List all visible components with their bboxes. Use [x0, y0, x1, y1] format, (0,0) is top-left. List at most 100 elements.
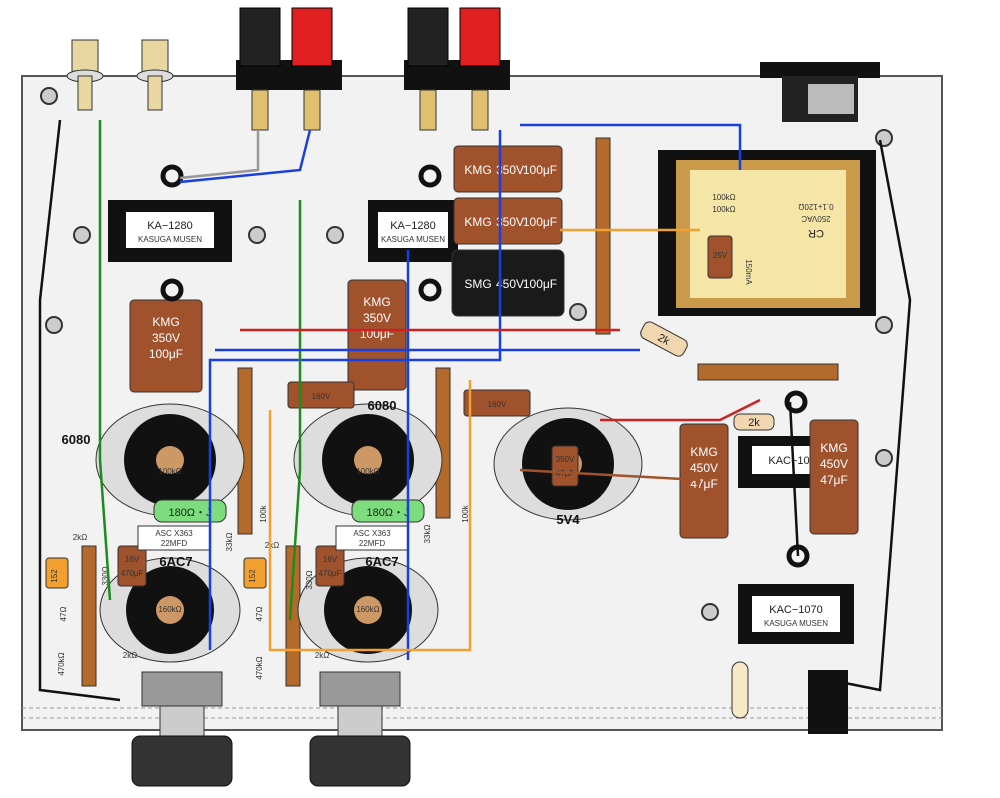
pilot-lamp [731, 661, 749, 719]
resistor-180-right: 180Ω・J [351, 499, 425, 523]
svg-text:2kΩ: 2kΩ [73, 533, 87, 542]
svg-text:ASC X363: ASC X363 [353, 529, 391, 538]
cap-smg: SMG 450V 100μF [451, 249, 565, 317]
pt-label-250vac: 250VAC [801, 214, 830, 223]
tube-6080-left [95, 403, 245, 517]
svg-text:22MFD: 22MFD [161, 539, 187, 548]
cap-kmg160-a: 160V [287, 381, 355, 409]
wiring [38, 119, 912, 702]
cap-25v: 25V [707, 235, 733, 279]
svg-text:350V: 350V [496, 163, 524, 177]
svg-text:160V: 160V [488, 400, 507, 409]
svg-text:350V: 350V [496, 215, 524, 229]
svg-text:33kΩ: 33kΩ [225, 533, 234, 552]
cap-kmg-left: KMG 350V 100μF [129, 299, 203, 393]
svg-text:100k: 100k [259, 504, 268, 522]
svg-text:2k: 2k [656, 332, 672, 348]
resistor-180-left: 180Ω・J [153, 499, 227, 523]
cap-kmg-top2: KMG 350V 100μF [453, 197, 563, 245]
svg-text:350V: 350V [152, 331, 180, 345]
svg-text:47μF: 47μF [820, 473, 848, 487]
tube-5v4-label: 5V4 [556, 512, 580, 527]
svg-text:450V: 450V [496, 277, 524, 291]
speaker-terminal-right [404, 7, 510, 131]
choke-model: KAC−1070 [769, 604, 823, 616]
svg-text:100kΩ: 100kΩ [158, 467, 181, 476]
choke-top-model: KAC−10 [768, 455, 809, 467]
resistor-2k-top: 2k [640, 321, 688, 357]
svg-text:KMG: KMG [464, 163, 491, 177]
pt-label-100k: 100kΩ [712, 205, 735, 214]
svg-text:100k: 100k [461, 504, 470, 522]
cap-152-left: 152 [45, 557, 69, 589]
volume-pot-left: 100kΩ(A) [131, 671, 233, 787]
tube-6ac7-right-label: 6AC7 [365, 554, 398, 569]
svg-text:100μF: 100μF [149, 347, 183, 361]
tube-6ac7-left-label: 6AC7 [159, 554, 192, 569]
power-transformer: CR 250VAC 0.1+120Ω 100kΩ 150mA [658, 150, 876, 316]
speaker-terminal-left [236, 7, 342, 131]
svg-text:22MFD: 22MFD [359, 539, 385, 548]
svg-text:47Ω: 47Ω [255, 607, 264, 622]
svg-text:16V: 16V [323, 555, 338, 564]
svg-text:470kΩ: 470kΩ [255, 656, 264, 679]
cap-16v-right: 16V 470μF [315, 545, 345, 587]
svg-text:25V: 25V [713, 251, 728, 260]
rca-jack-right [136, 39, 174, 111]
asc-cap-right: ASC X363 22MFD [335, 525, 409, 551]
cap-kmg450-a: KMG 450V 47μF [679, 423, 729, 539]
cap-kmg-center: KMG 350V 100μF [347, 279, 407, 391]
svg-text:330Ω: 330Ω [101, 566, 110, 585]
tube-6080-right-label: 6080 [368, 398, 397, 413]
volume-pot-right: 100kΩ(A) [309, 671, 411, 787]
tube-6080-left-label: 6080 [62, 432, 91, 447]
rca-jack-left [66, 39, 104, 111]
svg-text:2kΩ: 2kΩ [123, 651, 137, 660]
output-transformer-left: KA−1280 KASUGA MUSEN [108, 200, 232, 262]
pt-label-150mA: 150mA [744, 259, 753, 285]
ot-left-model: KA−1280 [147, 220, 193, 232]
svg-text:350V: 350V [556, 455, 575, 464]
svg-text:47Ω: 47Ω [59, 607, 68, 622]
svg-text:450V: 450V [690, 461, 718, 475]
resistor-2k-mid: 2k [733, 413, 775, 431]
svg-text:330Ω: 330Ω [305, 570, 314, 589]
cap-kmg-top1: KMG 350V 100μF [453, 145, 563, 193]
svg-text:100kΩ: 100kΩ [712, 193, 735, 202]
svg-text:KMG: KMG [152, 315, 179, 329]
svg-text:152: 152 [248, 569, 257, 583]
choke-maker: KASUGA MUSEN [764, 619, 828, 628]
svg-text:16V: 16V [125, 555, 140, 564]
svg-text:KMG: KMG [690, 445, 717, 459]
svg-text:160kΩ: 160kΩ [356, 605, 379, 614]
svg-text:152: 152 [50, 569, 59, 583]
output-transformer-right: KA−1280 KASUGA MUSEN [368, 200, 458, 262]
cap-350-47: 350V 47μF [551, 445, 579, 487]
tube-6080-right [293, 403, 443, 517]
svg-text:470μF: 470μF [121, 569, 144, 578]
power-switch [808, 670, 848, 734]
svg-text:ASC X363: ASC X363 [155, 529, 193, 538]
svg-text:2k: 2k [748, 417, 760, 429]
svg-text:180Ω・J: 180Ω・J [366, 507, 409, 519]
asc-cap-left: ASC X363 22MFD [137, 525, 211, 551]
svg-text:2kΩ: 2kΩ [315, 651, 329, 660]
svg-text:100μF: 100μF [523, 277, 557, 291]
svg-text:470kΩ: 470kΩ [57, 652, 66, 675]
resistor-labels: 100kΩ 100kΩ 100kΩ 2kΩ 2kΩ 2kΩ 2kΩ 330Ω 3… [57, 193, 736, 680]
tag-strips [81, 137, 839, 687]
svg-text:180Ω・J: 180Ω・J [168, 507, 211, 519]
ot-right-model: KA−1280 [390, 220, 436, 232]
svg-text:100μF: 100μF [523, 215, 557, 229]
svg-text:160V: 160V [312, 392, 331, 401]
ot-left-maker: KASUGA MUSEN [138, 235, 202, 244]
ac-inlet [760, 62, 880, 122]
svg-text:33kΩ: 33kΩ [423, 525, 432, 544]
pt-label-ohm: 0.1+120Ω [798, 202, 833, 211]
cap-kmg450-b: KMG 450V 47μF [809, 419, 859, 535]
svg-text:450V: 450V [820, 457, 848, 471]
pt-label-cr: CR [808, 227, 824, 239]
svg-text:100kΩ(A): 100kΩ(A) [165, 745, 199, 754]
cap-kmg160-b: 160V [463, 389, 531, 417]
